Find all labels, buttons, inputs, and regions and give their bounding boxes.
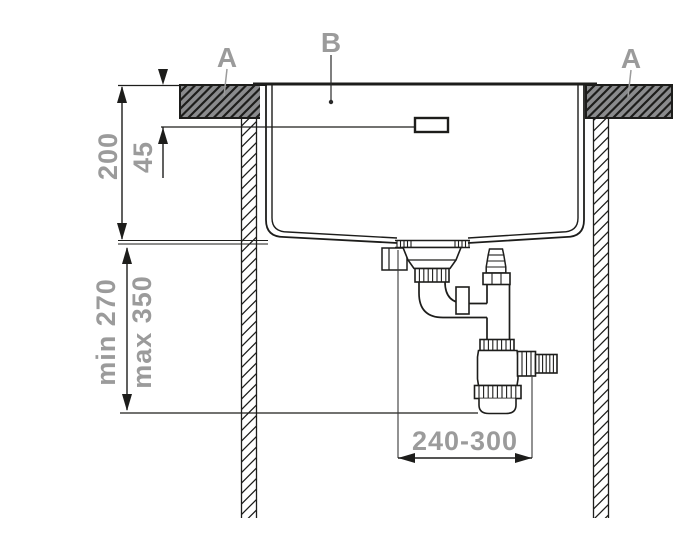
drain-elbow-pipe xyxy=(418,281,487,319)
dim-240-300-label: 240-300 xyxy=(412,426,518,456)
sink-bowl xyxy=(253,82,597,244)
label-b: B xyxy=(321,27,341,58)
trap-cup xyxy=(478,398,517,415)
section-labels: A B A xyxy=(217,27,641,105)
label-a-left-leader xyxy=(223,68,228,97)
drain-flange xyxy=(395,239,470,249)
label-a-right: A xyxy=(621,43,641,74)
dimension-min-max: min 270 max 350 xyxy=(91,239,478,414)
dim-max-label: max 350 xyxy=(127,275,157,389)
cabinet-wall-right xyxy=(592,118,610,518)
dim-min-label: min 270 xyxy=(91,278,121,386)
label-b-leader-dot xyxy=(328,99,334,105)
trap-body xyxy=(473,349,558,415)
cabinet-wall-left xyxy=(240,118,258,518)
drain-strainer xyxy=(401,246,463,283)
overflow-connector-box xyxy=(381,247,408,271)
dishwasher-connector xyxy=(482,248,511,286)
pipe-coupling-ring xyxy=(455,286,470,315)
dim-200-label: 200 xyxy=(93,132,123,180)
dim-45-label: 45 xyxy=(128,141,158,173)
countertop-left xyxy=(179,84,267,119)
dimension-240-300: 240-300 xyxy=(397,250,533,463)
dimension-45: 45 xyxy=(128,69,168,178)
label-a-right-leader xyxy=(627,69,632,98)
overflow-opening xyxy=(413,116,450,134)
label-a-left: A xyxy=(217,42,237,73)
dimension-200: 200 xyxy=(93,84,180,240)
